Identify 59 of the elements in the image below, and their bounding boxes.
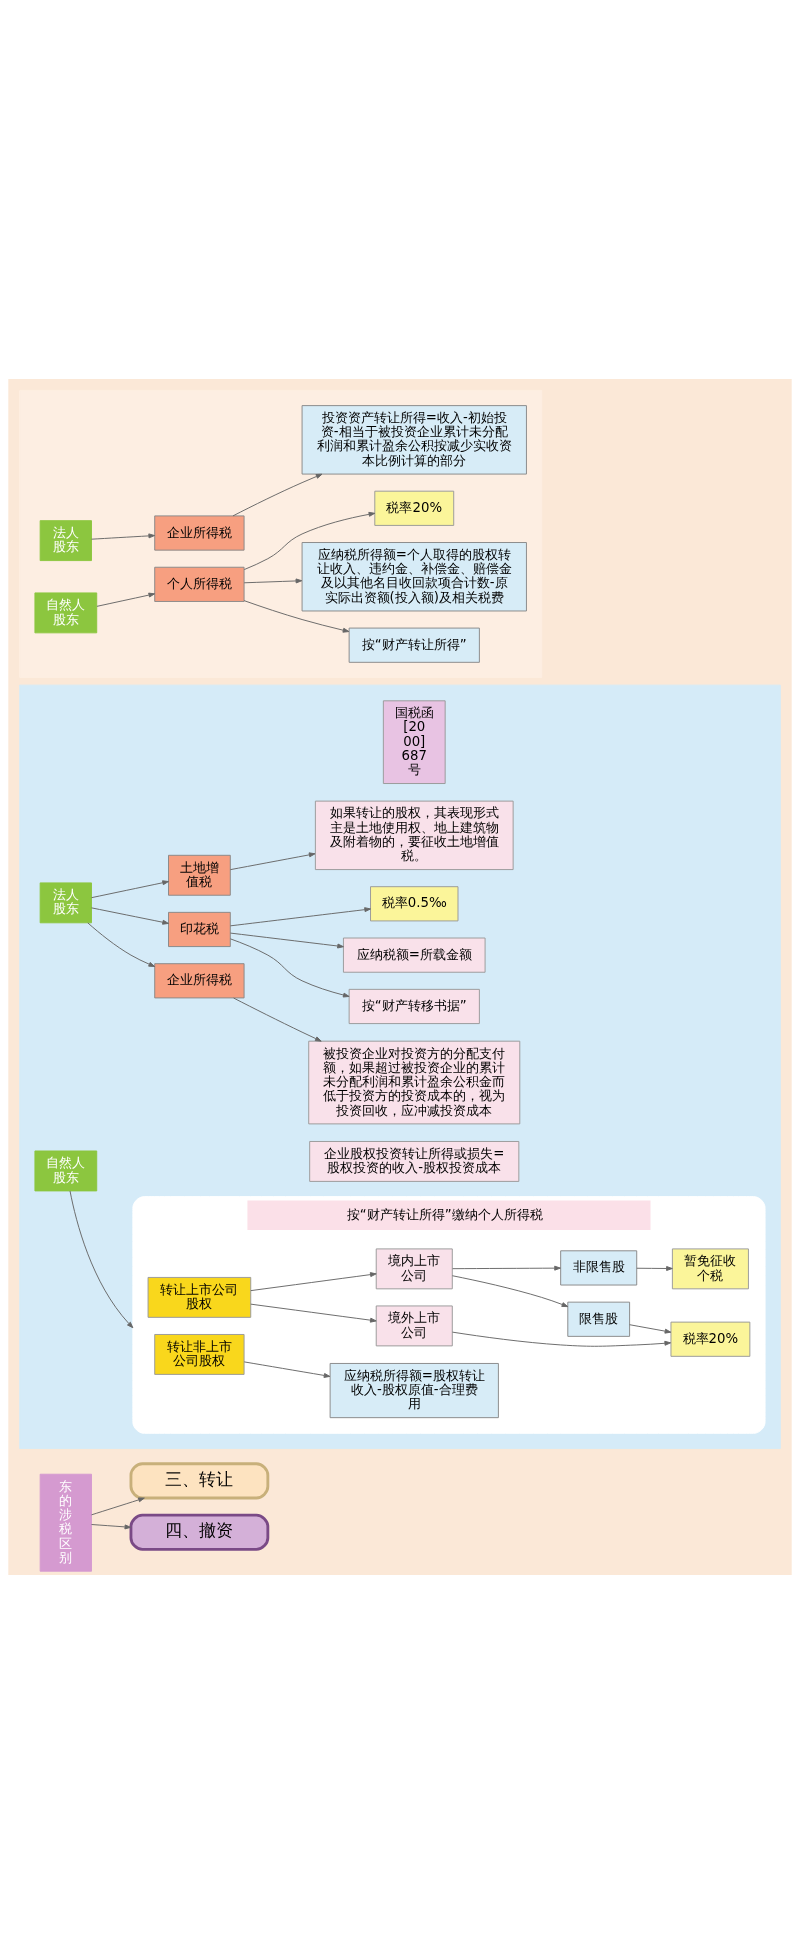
arrow (91, 1523, 132, 1529)
arrow (629, 1323, 672, 1334)
node-box: 应纳税额=所载金额 (342, 937, 486, 973)
arrow (452, 1265, 561, 1271)
arrow (232, 473, 323, 516)
node-box: 自然人股东 (34, 1150, 98, 1191)
node-box: 税率20% (374, 490, 455, 526)
cluster (19, 684, 781, 1449)
node-box: 限售股 (567, 1301, 631, 1337)
cluster (19, 389, 543, 678)
arrow (243, 1360, 331, 1378)
arrow (69, 1190, 134, 1328)
node-box: 应纳税所得额=股权转让收入-股权原值-合理费用 (329, 1362, 499, 1418)
node-box: 境内上市公司 (375, 1247, 453, 1289)
arrow (250, 1303, 377, 1323)
node-box: 转让非上市公司股权 (154, 1333, 245, 1375)
node-box: 企业所得税 (154, 962, 245, 998)
arrow (87, 921, 156, 967)
arrow (243, 599, 350, 633)
arrow (451, 1274, 569, 1307)
node-box: 个人所得税 (154, 566, 245, 602)
arrow (91, 532, 156, 540)
node-box: 企业股权投资转让所得或损失=股权投资的收入-股权投资成本 (309, 1140, 520, 1182)
node-box: 东的涉税区别 (39, 1473, 92, 1572)
node-box: 企业所得税 (154, 514, 245, 551)
arrow (451, 1331, 672, 1347)
node-box: 税率0.5‰ (370, 885, 459, 921)
node-box: 境外上市公司 (375, 1304, 453, 1346)
arrow (91, 1496, 145, 1515)
arrow (250, 1271, 377, 1291)
node-box: 税率20% (670, 1321, 751, 1357)
arrow (243, 577, 303, 583)
arrow (91, 906, 169, 925)
node-box: 按“财产转移书据” (348, 988, 480, 1024)
node-box: 暂免征收个税 (671, 1247, 749, 1289)
node-box: 国税函[2000]687号 (382, 699, 446, 784)
node-box: 非限售股 (560, 1249, 638, 1285)
arrow (229, 937, 350, 997)
node-box: 印花税 (168, 911, 231, 947)
arrow (229, 851, 316, 870)
arrow (229, 906, 371, 926)
arrow (233, 997, 322, 1042)
node-box: 自然人股东 (34, 591, 98, 633)
node-box: 被投资企业对投资方的分配支付额，如果超过被投资企业的累计未分配利润和累计盈余公积金而低于投资方的投资成本的，视为投资回收，应冲减投资成本 (308, 1040, 521, 1124)
arrow (96, 592, 156, 607)
node-box: 如果转让的股权，其表现形式主是土地使用权、地上建筑物及附着物的，要征收土地增值税。 (314, 800, 514, 870)
arrow (229, 932, 344, 948)
node-box: 四、撤资 (129, 1513, 270, 1551)
node-box: 法人股东 (39, 519, 92, 561)
arrow (636, 1265, 673, 1271)
arrow (91, 879, 169, 898)
node-box: 转让上市公司股权 (147, 1276, 252, 1318)
node-box: 应纳税所得额=个人取得的股权转让收入、违约金、补偿金、赔偿金及以其他名目收回款项合计数-原实际出资额(投入额)及相关税费 (301, 541, 527, 611)
node-box: 三、转让 (129, 1461, 270, 1499)
arrow (243, 511, 376, 570)
node-box: 投资资产转让所得=收入-初始投资-相当于被投资企业累计未分配利润和累计盈余公积按减少实收资本比例计算的部分 (301, 404, 527, 475)
node-box: 土地增值税 (168, 854, 231, 896)
node-box: 按“财产转让所得” (348, 627, 480, 663)
node-box: 法人股东 (39, 881, 92, 923)
